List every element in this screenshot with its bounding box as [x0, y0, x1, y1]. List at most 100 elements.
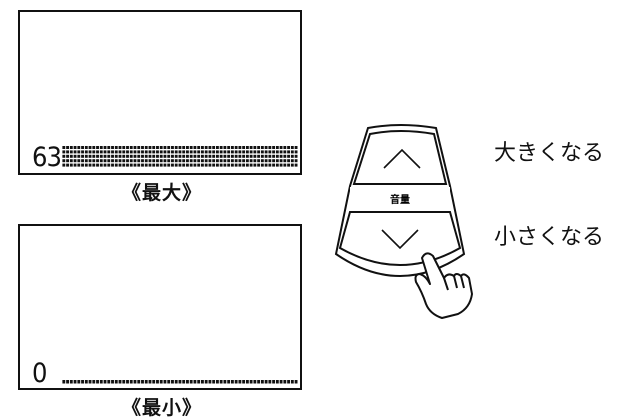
volume-step-filled — [122, 159, 126, 163]
volume-step-filled — [152, 150, 156, 154]
volume-step-filled — [126, 154, 129, 158]
volume-step-empty — [287, 380, 291, 384]
volume-step-filled — [81, 150, 84, 154]
volume-step-filled — [249, 163, 253, 167]
volume-step-empty — [171, 380, 174, 384]
volume-step-filled — [133, 154, 137, 158]
volume-step-filled — [144, 154, 148, 158]
volume-step-filled — [84, 163, 88, 167]
volume-step-filled — [223, 154, 227, 158]
volume-step-filled — [92, 163, 96, 167]
volume-step-empty — [283, 380, 287, 384]
volume-step-filled — [92, 159, 96, 163]
volume-step-filled — [230, 150, 234, 154]
volume-step-filled — [290, 163, 294, 167]
volume-step-empty — [201, 380, 204, 384]
volume-step-filled — [204, 146, 208, 149]
volume-step-filled — [171, 163, 174, 167]
volume-step-filled — [77, 163, 81, 167]
volume-step-filled — [96, 154, 99, 158]
volume-step-empty — [114, 380, 118, 384]
volume-step-filled — [122, 150, 126, 154]
volume-step-filled — [111, 150, 114, 154]
volume-step-filled — [141, 146, 144, 149]
volume-step-filled — [219, 150, 223, 154]
volume-step-filled — [260, 163, 264, 167]
volume-down-button[interactable] — [338, 211, 462, 266]
volume-step-filled — [189, 159, 193, 163]
volume-step-empty — [66, 380, 69, 384]
volume-step-filled — [193, 150, 197, 154]
volume-step-filled — [114, 154, 118, 158]
volume-step-filled — [92, 146, 96, 149]
volume-step-filled — [275, 154, 279, 158]
volume-step-filled — [96, 146, 99, 149]
volume-step-filled — [260, 146, 264, 149]
volume-step-filled — [208, 150, 212, 154]
volume-step-filled — [186, 163, 189, 167]
volume-step-filled — [118, 159, 122, 163]
volume-step-empty — [178, 380, 182, 384]
volume-step-filled — [257, 159, 261, 163]
volume-step-filled — [197, 159, 201, 163]
volume-step-filled — [290, 150, 294, 154]
volume-step-filled — [88, 150, 92, 154]
volume-step-filled — [260, 150, 264, 154]
volume-step-filled — [234, 159, 238, 163]
volume-step-filled — [249, 146, 253, 149]
volume-step-filled — [111, 146, 114, 149]
volume-step-filled — [197, 154, 201, 158]
volume-step-filled — [96, 159, 99, 163]
volume-step-filled — [77, 159, 81, 163]
volume-step-filled — [245, 146, 249, 149]
volume-step-filled — [253, 150, 257, 154]
volume-step-filled — [88, 146, 92, 149]
volume-step-empty — [212, 380, 216, 384]
volume-step-filled — [144, 163, 148, 167]
volume-step-filled — [156, 163, 159, 167]
volume-step-filled — [245, 154, 249, 158]
volume-step-filled — [81, 154, 84, 158]
volume-up-button[interactable] — [352, 130, 448, 185]
volume-step-filled — [257, 154, 261, 158]
volume-step-filled — [174, 146, 178, 149]
volume-step-filled — [167, 154, 171, 158]
volume-step-filled — [81, 146, 84, 149]
volume-step-filled — [204, 163, 208, 167]
volume-step-filled — [159, 159, 163, 163]
volume-step-filled — [156, 154, 159, 158]
volume-step-filled — [212, 150, 216, 154]
volume-step-filled — [245, 163, 249, 167]
volume-step-empty — [111, 380, 114, 384]
volume-step-filled — [201, 159, 204, 163]
volume-step-filled — [223, 159, 227, 163]
volume-step-filled — [171, 159, 174, 163]
volume-step-empty — [156, 380, 159, 384]
volume-step-empty — [103, 380, 107, 384]
volume-step-empty — [264, 380, 268, 384]
volume-step-filled — [264, 163, 268, 167]
volume-step-filled — [275, 150, 279, 154]
volume-step-filled — [141, 159, 144, 163]
volume-step-filled — [260, 159, 264, 163]
volume-step-filled — [287, 163, 291, 167]
volume-step-filled — [163, 163, 167, 167]
chevron-down-icon — [381, 229, 419, 250]
volume-step-empty — [189, 380, 193, 384]
volume-step-filled — [66, 154, 69, 158]
volume-step-filled — [73, 163, 77, 167]
volume-step-filled — [118, 150, 122, 154]
volume-step-empty — [268, 380, 272, 384]
volume-step-empty — [73, 380, 77, 384]
volume-step-filled — [88, 159, 92, 163]
volume-step-filled — [227, 150, 231, 154]
volume-step-filled — [99, 159, 103, 163]
volume-step-filled — [103, 150, 107, 154]
volume-step-filled — [137, 154, 141, 158]
volume-step-filled — [223, 163, 227, 167]
volume-step-empty — [167, 380, 171, 384]
volume-rocker: 音量 — [330, 116, 473, 325]
volume-step-filled — [238, 159, 242, 163]
volume-step-filled — [62, 159, 66, 163]
volume-step-filled — [279, 146, 283, 149]
